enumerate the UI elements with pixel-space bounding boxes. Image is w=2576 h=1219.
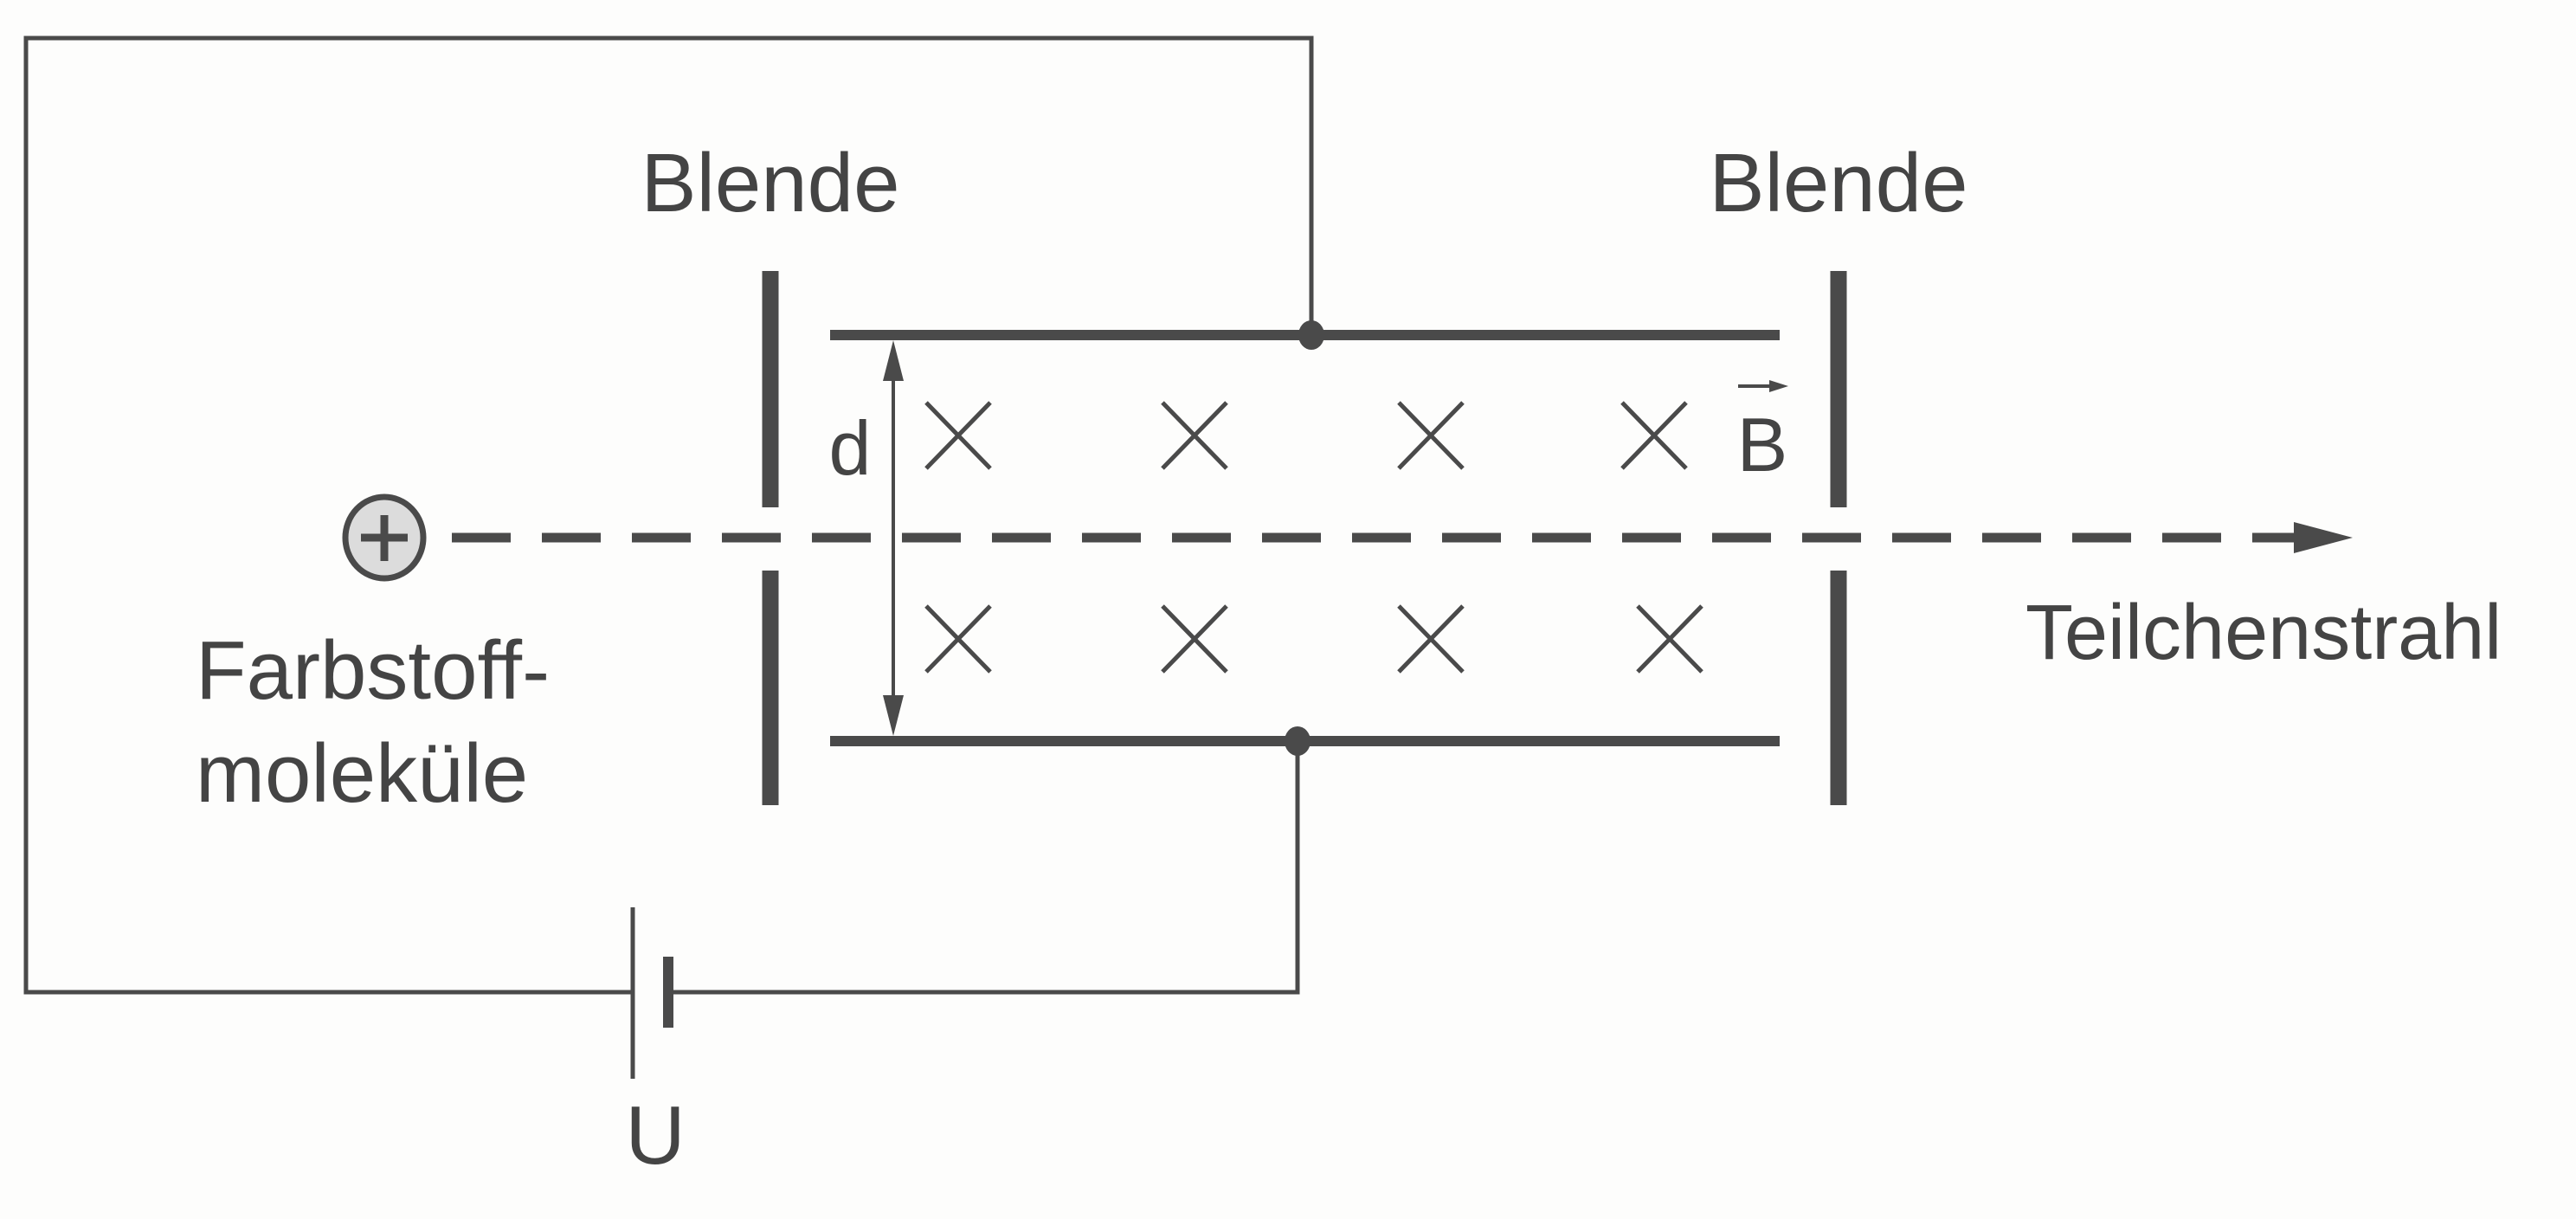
- junction-dot-bottom: [1285, 726, 1311, 756]
- wire-bottom: [668, 741, 1300, 995]
- cross-icon: [1397, 401, 1465, 470]
- cross-icon: [1620, 401, 1688, 470]
- wire-top: [23, 35, 1314, 995]
- aperture-left-label: Blende: [641, 137, 900, 229]
- cross-icon: [1397, 604, 1465, 674]
- vector-arrowhead-icon: [1769, 380, 1788, 392]
- beam-label: Teilchenstrahl: [2025, 590, 2502, 676]
- distance-label: d: [829, 405, 872, 491]
- magnetic-field-label: B: [1737, 402, 1788, 487]
- distance-arrowhead-down-icon: [883, 695, 904, 736]
- magnetic-field-crosses: [924, 401, 1703, 674]
- aperture-right-label: Blende: [1710, 137, 1968, 229]
- beam-arrowhead-icon: [2294, 522, 2353, 553]
- source-label-line1: Farbstoff-: [196, 624, 550, 717]
- positive-ion-icon: [342, 493, 427, 582]
- junction-dot-top: [1298, 320, 1324, 350]
- cross-icon: [1161, 401, 1228, 470]
- cross-icon: [1161, 604, 1228, 674]
- distance-arrowhead-up-icon: [883, 340, 904, 381]
- cross-icon: [1636, 604, 1703, 674]
- voltage-label: U: [625, 1089, 685, 1182]
- cross-icon: [924, 604, 992, 674]
- cross-icon: [924, 401, 992, 470]
- source-label-line2: moleküle: [196, 727, 528, 820]
